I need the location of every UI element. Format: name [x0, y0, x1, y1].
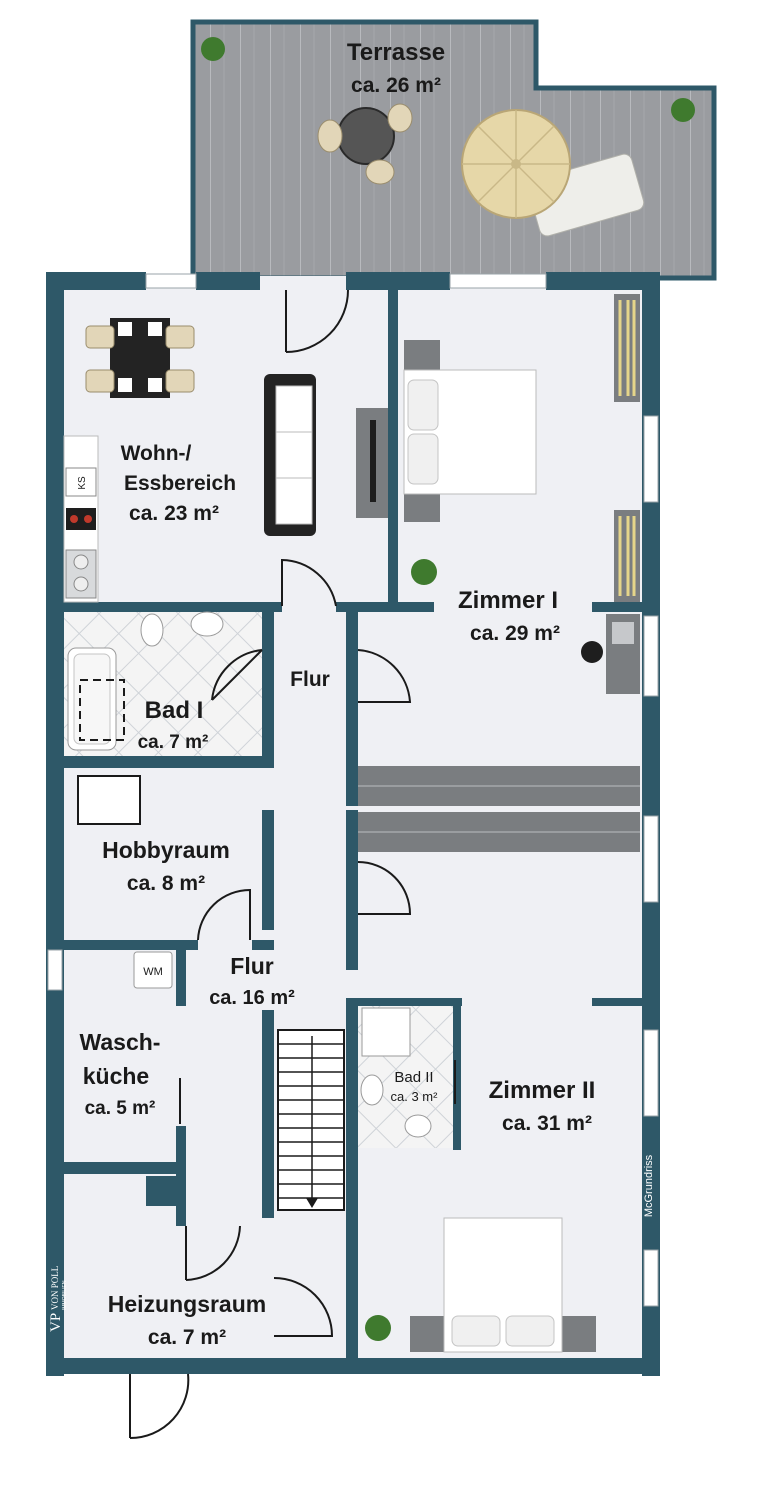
- logo-sub: IMMOBILIEN: [62, 1280, 68, 1310]
- wohn-name-line1: Wohn-/: [121, 442, 192, 465]
- flur-area: ca. 16 m²: [209, 987, 295, 1009]
- washing-machine: WM: [133, 951, 173, 989]
- hobby-name: Hobbyraum: [102, 837, 230, 863]
- ks-label: KS: [77, 476, 88, 490]
- sofa: [264, 374, 316, 536]
- bad1-name: Bad I: [145, 697, 204, 724]
- zimmer1-name: Zimmer I: [458, 587, 558, 614]
- bad1-fixtures: [67, 611, 224, 751]
- mcgrundriss-watermark: McGrundriss: [643, 1154, 655, 1217]
- walls: [46, 272, 660, 1376]
- bad2-fixtures: [360, 1007, 432, 1138]
- heizung-area: ca. 7 m²: [148, 1326, 226, 1349]
- terrasse-area: ca. 26 m²: [351, 74, 441, 97]
- shelves: [614, 294, 640, 602]
- desk: [581, 614, 640, 694]
- wardrobes: [358, 766, 640, 852]
- doors: [129, 289, 456, 1440]
- windows: [47, 273, 659, 1307]
- room-labels: Terrasse ca. 26 m² Wohn-/ Essbereich ca.…: [80, 39, 596, 1349]
- hobby-table: [77, 775, 141, 825]
- bad2-name: Bad II: [394, 1069, 433, 1086]
- kitchen: [63, 435, 99, 603]
- flur-name: Flur: [230, 953, 273, 979]
- zimmer2-area: ca. 31 m²: [502, 1112, 592, 1135]
- bed-zimmer2: [410, 1217, 596, 1353]
- wasch-name-line2: küche: [83, 1063, 149, 1089]
- bed-zimmer1: [403, 340, 537, 522]
- wm-label: WM: [143, 966, 163, 978]
- terrace: [190, 19, 717, 281]
- staircase: [277, 1029, 345, 1211]
- wohn-name-line2: Essbereich: [124, 472, 236, 495]
- wasch-area: ca. 5 m²: [85, 1098, 156, 1119]
- wohn-area: ca. 23 m²: [129, 502, 219, 525]
- dining-table: [85, 318, 195, 398]
- hobby-area: ca. 8 m²: [127, 872, 205, 895]
- heizung-name: Heizungsraum: [108, 1291, 266, 1317]
- wasch-name-line1: Wasch-: [80, 1029, 161, 1055]
- tv-unit: [356, 408, 388, 518]
- logo-name: VON POLL: [50, 1266, 60, 1310]
- zimmer1-area: ca. 29 m²: [470, 622, 560, 645]
- zimmer2-name: Zimmer II: [489, 1077, 596, 1104]
- von-poll-logo: VP VON POLL IMMOBILIEN: [48, 1266, 68, 1332]
- terrasse-name: Terrasse: [347, 39, 445, 66]
- plants: [201, 37, 695, 1341]
- bad1-area: ca. 7 m²: [138, 732, 209, 753]
- bad2-area: ca. 3 m²: [391, 1089, 439, 1104]
- terrace-furniture: [317, 103, 645, 237]
- logo-mark: VP: [48, 1313, 64, 1332]
- flur-upper-name: Flur: [290, 668, 330, 691]
